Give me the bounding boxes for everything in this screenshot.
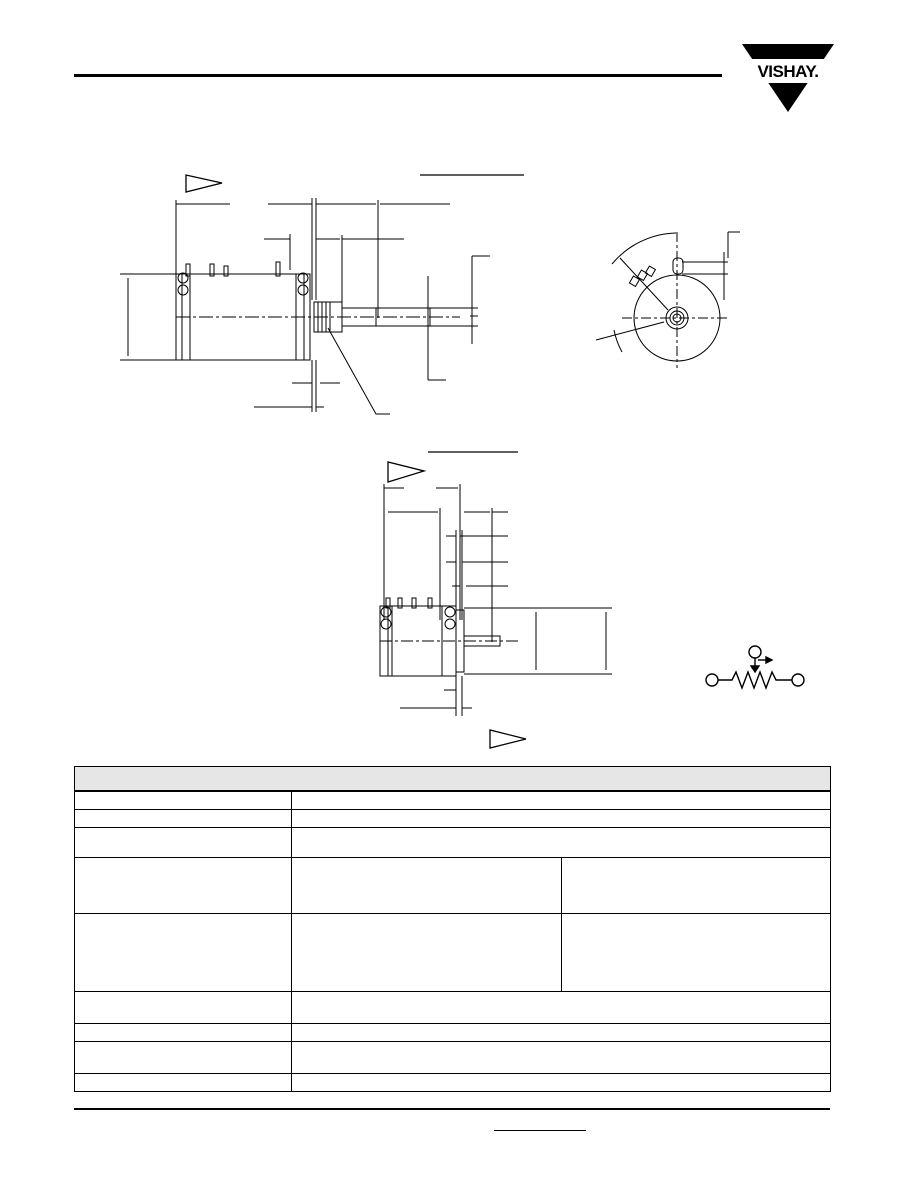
- vishay-logo: VISHAY.: [740, 40, 836, 116]
- table-row: [74, 990, 832, 1024]
- footer-rule: [74, 1108, 830, 1110]
- triangle-flag-icon: [387, 461, 427, 483]
- table-row: [74, 912, 832, 992]
- end-view: [595, 231, 740, 368]
- potentiometer-symbol-icon: [705, 645, 805, 690]
- triangle-flag-icon: [489, 729, 527, 749]
- table-row: [74, 1040, 832, 1074]
- side-view-standard: [120, 198, 490, 415]
- table-row: [74, 790, 832, 810]
- brand-name: VISHAY.: [757, 62, 819, 81]
- footer-link-underline: [494, 1130, 586, 1131]
- dimension-drawings: [120, 174, 805, 749]
- table-title-row: [73, 766, 832, 792]
- side-view-compact: [379, 484, 612, 716]
- table-row: [74, 1072, 832, 1092]
- table-row: [74, 856, 832, 914]
- header-rule: [74, 74, 722, 77]
- table-row: [74, 826, 832, 858]
- table-row: [74, 1022, 832, 1042]
- table-row: [74, 808, 832, 828]
- triangle-flag-icon: [185, 174, 223, 193]
- specifications-table: [73, 766, 832, 1092]
